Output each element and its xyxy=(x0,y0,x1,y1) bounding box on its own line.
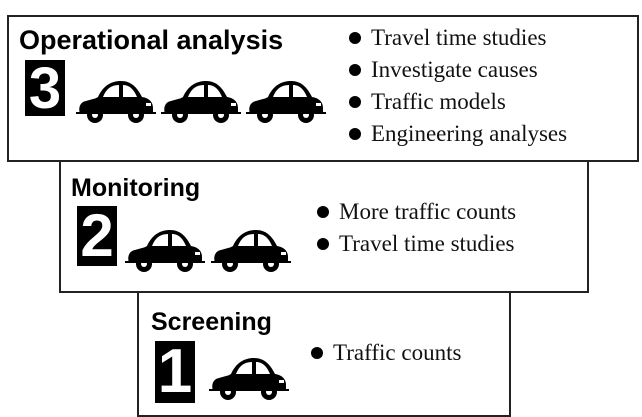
tier-operational-analysis: Operational analysis 3 Travel time studi… xyxy=(7,15,639,162)
tier-number: 2 xyxy=(77,206,117,266)
car-icon xyxy=(209,355,289,401)
tier-number: 1 xyxy=(155,341,195,403)
list-item-text: Travel time studies xyxy=(371,25,547,50)
car-icon xyxy=(211,227,291,273)
car-icon xyxy=(76,78,156,124)
tier-title: Operational analysis xyxy=(19,25,284,55)
car-icon xyxy=(125,227,205,273)
list-item-text: Traffic models xyxy=(371,89,506,114)
list-item-text: Investigate causes xyxy=(371,57,538,82)
car-icon xyxy=(161,78,241,124)
tier-number: 3 xyxy=(25,60,65,118)
bullet-dot-icon xyxy=(349,32,361,44)
tier-bullet-list: More traffic counts Travel time studies xyxy=(317,196,516,260)
bullet-dot-icon xyxy=(349,128,361,140)
list-item-text: Traffic counts xyxy=(333,340,462,365)
list-item: More traffic counts xyxy=(317,196,516,228)
tier-monitoring: Monitoring 2 More traffic counts Travel … xyxy=(59,160,589,293)
tier-screening: Screening 1 Traffic counts xyxy=(137,291,511,417)
car-icon xyxy=(246,78,326,124)
tier-title: Screening xyxy=(151,308,272,336)
list-item: Engineering analyses xyxy=(349,118,567,150)
list-item-text: Travel time studies xyxy=(339,231,515,256)
list-item: Travel time studies xyxy=(349,22,567,54)
list-item-text: Engineering analyses xyxy=(371,121,568,146)
tier-bullet-list: Travel time studies Investigate causes T… xyxy=(349,22,567,150)
tier-bullet-list: Traffic counts xyxy=(311,337,461,369)
bullet-dot-icon xyxy=(317,206,329,218)
list-item: Investigate causes xyxy=(349,54,567,86)
list-item: Traffic models xyxy=(349,86,567,118)
bullet-dot-icon xyxy=(349,96,361,108)
list-item: Travel time studies xyxy=(317,228,516,260)
tier-title: Monitoring xyxy=(71,174,201,202)
list-item: Traffic counts xyxy=(311,337,461,369)
bullet-dot-icon xyxy=(317,238,329,250)
bullet-dot-icon xyxy=(349,64,361,76)
bullet-dot-icon xyxy=(311,347,323,359)
list-item-text: More traffic counts xyxy=(339,199,517,224)
